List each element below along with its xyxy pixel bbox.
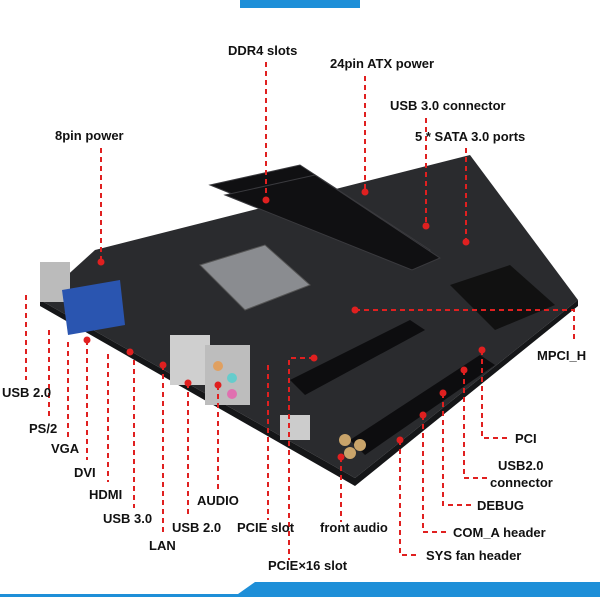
- label-ddr4-slots: DDR4 slots: [228, 43, 298, 58]
- label-front-audio: front audio: [320, 520, 388, 535]
- bottom-accent-tab: [238, 582, 600, 594]
- label-usb20-rear: USB 2.0: [172, 520, 222, 535]
- label-ps2: PS/2: [29, 421, 58, 436]
- cpu-socket: [199, 244, 311, 311]
- label-com-a-header: COM_A header: [453, 525, 546, 540]
- label-hdmi: HDMI: [89, 487, 123, 502]
- bottom-accent-line: [0, 594, 600, 597]
- label-pcie-slot: PCIE slot: [237, 520, 295, 535]
- label-pcie-x16-slot: PCIE×16 slot: [268, 558, 348, 573]
- label-usb30-connector: USB 3.0 connector: [390, 98, 506, 113]
- leader-lines: [25, 62, 575, 560]
- board-logo-chip: [280, 415, 310, 440]
- label-lan: LAN: [149, 538, 176, 553]
- label-usb20-connector-line2: connector: [490, 475, 553, 490]
- label-mpci-h: MPCI_H: [537, 348, 587, 363]
- label-pci: PCI: [515, 431, 537, 446]
- label-sata-ports: 5 * SATA 3.0 ports: [415, 129, 526, 144]
- lan-usb-port: [170, 335, 210, 385]
- label-24pin-atx-power: 24pin ATX power: [330, 56, 435, 71]
- vga-port: [62, 280, 125, 335]
- label-usb30-rear: USB 3.0: [103, 511, 153, 526]
- chipset-heatsink: [450, 265, 555, 330]
- label-usb20-left: USB 2.0: [2, 385, 52, 400]
- pci-slot: [350, 355, 495, 455]
- pcie-x16-slot: [290, 320, 425, 395]
- label-sys-fan-header: SYS fan header: [426, 548, 522, 563]
- top-accent-bar: [240, 0, 360, 8]
- label-debug: DEBUG: [477, 498, 524, 513]
- label-8pin-power: 8pin power: [55, 128, 124, 143]
- front-audio-capacitors: [339, 434, 366, 459]
- label-usb20-connector-line1: USB2.0: [498, 458, 544, 473]
- label-dvi: DVI: [74, 465, 96, 480]
- leader-dots: [83, 188, 486, 461]
- label-audio: AUDIO: [197, 493, 239, 508]
- label-vga: VGA: [51, 441, 80, 456]
